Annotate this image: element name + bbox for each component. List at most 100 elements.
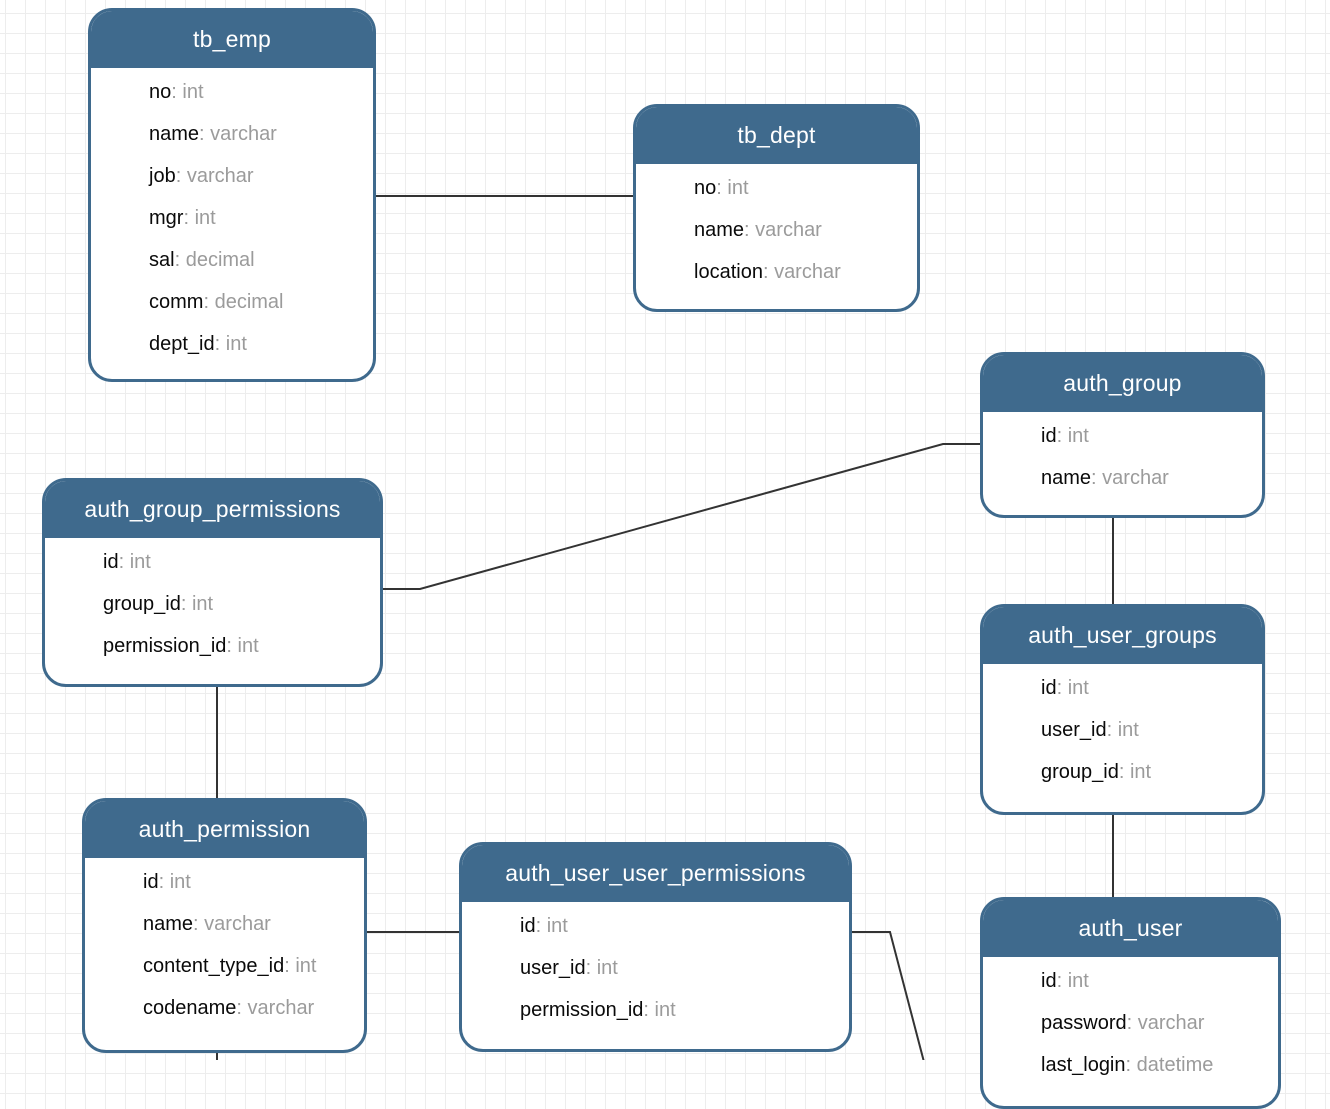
- table-tb-emp[interactable]: tb_emp no: int name: varchar job: varcha…: [88, 8, 376, 382]
- field-name: id: [520, 915, 536, 937]
- table-field: id: int: [103, 541, 380, 583]
- field-type: int: [194, 207, 216, 229]
- field-type: int: [1067, 425, 1089, 447]
- field-separator: :: [1118, 761, 1130, 783]
- field-separator: :: [1125, 1054, 1137, 1076]
- field-name: mgr: [149, 207, 184, 229]
- field-type: varchar: [1102, 467, 1169, 489]
- field-list: id: int password: varchar last_login: da…: [983, 957, 1278, 1086]
- field-separator: :: [1056, 677, 1068, 699]
- table-field: user_id: int: [1041, 709, 1262, 751]
- table-title[interactable]: auth_user_groups: [983, 607, 1262, 664]
- field-type: int: [129, 551, 151, 573]
- field-type: varchar: [1137, 1012, 1205, 1034]
- field-name: user_id: [1041, 719, 1107, 741]
- table-auth-group-permissions[interactable]: auth_group_permissions id: int group_id:…: [42, 478, 383, 687]
- table-title[interactable]: auth_group: [983, 355, 1262, 412]
- field-name: password: [1041, 1012, 1127, 1034]
- table-field: permission_id: int: [520, 989, 849, 1031]
- field-separator: :: [158, 871, 170, 893]
- field-name: name: [143, 913, 194, 935]
- table-field: sal: decimal: [149, 239, 373, 281]
- field-type: int: [191, 593, 214, 615]
- table-tb-dept[interactable]: tb_dept no: int name: varchar location: …: [633, 104, 920, 312]
- field-type: int: [169, 871, 191, 893]
- field-type: varchar: [204, 913, 271, 935]
- field-separator: :: [1126, 1012, 1138, 1034]
- field-type: varchar: [210, 123, 277, 145]
- table-title[interactable]: tb_emp: [91, 11, 373, 68]
- table-title[interactable]: auth_user_user_permissions: [462, 845, 849, 902]
- field-type: int: [1067, 970, 1089, 992]
- table-auth-permission[interactable]: auth_permission id: int name: varchar co…: [82, 798, 367, 1053]
- field-separator: :: [535, 915, 547, 937]
- field-list: id: int name: varchar content_type_id: i…: [85, 858, 364, 1029]
- field-type: decimal: [214, 291, 284, 313]
- table-field: location: varchar: [694, 251, 917, 293]
- field-name: user_id: [520, 957, 586, 979]
- field-type: int: [225, 333, 247, 355]
- field-list: id: int group_id: int permission_id: int: [45, 538, 380, 667]
- field-type: int: [1067, 677, 1089, 699]
- table-field: group_id: int: [103, 583, 380, 625]
- field-name: codename: [143, 997, 237, 1019]
- field-separator: :: [193, 913, 205, 935]
- table-field: comm: decimal: [149, 281, 373, 323]
- table-field: name: varchar: [143, 903, 364, 945]
- table-field: group_id: int: [1041, 751, 1262, 793]
- field-type: int: [596, 957, 618, 979]
- table-auth-group[interactable]: auth_group id: int name: varchar: [980, 352, 1265, 518]
- field-name: no: [694, 177, 717, 199]
- field-name: permission_id: [520, 999, 644, 1021]
- field-list: id: int name: varchar: [983, 412, 1262, 499]
- table-field: id: int: [1041, 960, 1278, 1002]
- field-list: no: int name: varchar location: varchar: [636, 164, 917, 293]
- field-separator: :: [1056, 970, 1068, 992]
- table-field: name: varchar: [694, 209, 917, 251]
- field-name: id: [103, 551, 119, 573]
- field-type: int: [546, 915, 568, 937]
- field-separator: :: [171, 81, 183, 103]
- table-field: dept_id: int: [149, 323, 373, 365]
- relationship-line-auth_user_user_permissions-to-offscreen-bottom[interactable]: [852, 931, 925, 1060]
- table-title[interactable]: auth_group_permissions: [45, 481, 380, 538]
- field-separator: :: [118, 551, 130, 573]
- field-type: int: [237, 635, 259, 657]
- table-field: id: int: [143, 861, 364, 903]
- field-name: sal: [149, 249, 175, 271]
- field-separator: :: [174, 249, 186, 271]
- relationship-line-auth_group_permissions-to-auth_group[interactable]: [383, 443, 980, 590]
- field-name: name: [1041, 467, 1092, 489]
- table-title[interactable]: auth_user: [983, 900, 1278, 957]
- field-separator: :: [1091, 467, 1103, 489]
- table-field: user_id: int: [520, 947, 849, 989]
- relationship-lines-layer: [216, 195, 1114, 1060]
- field-name: comm: [149, 291, 204, 313]
- field-type: int: [654, 999, 676, 1021]
- field-list: id: int user_id: int group_id: int: [983, 664, 1262, 793]
- table-field: name: varchar: [149, 113, 373, 155]
- field-type: int: [727, 177, 749, 199]
- field-type: varchar: [755, 219, 822, 241]
- field-separator: :: [236, 997, 248, 1019]
- table-field: name: varchar: [1041, 457, 1262, 499]
- table-auth-user-groups[interactable]: auth_user_groups id: int user_id: int gr…: [980, 604, 1265, 815]
- field-separator: :: [744, 219, 756, 241]
- table-auth-user-user-permissions[interactable]: auth_user_user_permissions id: int user_…: [459, 842, 852, 1052]
- field-name: id: [1041, 425, 1057, 447]
- table-field: id: int: [1041, 415, 1262, 457]
- field-type: int: [1117, 719, 1139, 741]
- table-field: permission_id: int: [103, 625, 380, 667]
- field-separator: :: [175, 165, 187, 187]
- field-type: varchar: [774, 261, 841, 283]
- field-name: name: [694, 219, 745, 241]
- field-separator: :: [585, 957, 597, 979]
- table-title[interactable]: tb_dept: [636, 107, 917, 164]
- table-field: id: int: [1041, 667, 1262, 709]
- table-title[interactable]: auth_permission: [85, 801, 364, 858]
- table-field: content_type_id: int: [143, 945, 364, 987]
- table-auth-user[interactable]: auth_user id: int password: varchar last…: [980, 897, 1281, 1109]
- field-type: varchar: [247, 997, 315, 1019]
- field-type: datetime: [1136, 1054, 1214, 1076]
